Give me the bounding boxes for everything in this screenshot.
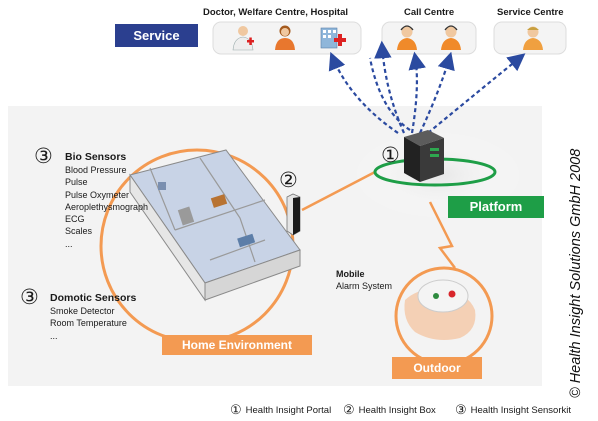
portal-number: ① bbox=[381, 144, 400, 167]
sensorkit-number: ③ bbox=[20, 286, 39, 309]
bio-sensors-list: Blood Pressure Pulse Pulse Oxymeter Aero… bbox=[65, 164, 148, 250]
platform-label: Platform bbox=[448, 196, 544, 218]
copyright-text: © Health Insight Solutions GmbH 2008 bbox=[568, 148, 584, 398]
doctor-icon bbox=[232, 26, 254, 51]
service-person-icon bbox=[523, 26, 543, 50]
person-icon bbox=[275, 25, 295, 50]
headset-agent-icon bbox=[441, 25, 461, 50]
doctor-group-title: Doctor, Welfare Centre, Hospital bbox=[203, 7, 348, 18]
outdoor-label: Outdoor bbox=[392, 357, 482, 379]
home-environment-label: Home Environment bbox=[162, 335, 312, 355]
list-item: ... bbox=[65, 238, 73, 249]
list-item: ... bbox=[50, 330, 58, 341]
headset-agent-icon bbox=[397, 25, 417, 50]
list-item: Scales bbox=[65, 226, 93, 237]
list-item: Smoke Detector bbox=[50, 306, 115, 316]
legend-label: Health Insight Sensorkit bbox=[470, 405, 571, 416]
server-icon bbox=[404, 130, 444, 182]
hospital-icon bbox=[320, 27, 346, 49]
mobile-alarm-icon bbox=[404, 279, 476, 340]
call-centre-title: Call Centre bbox=[404, 7, 455, 18]
legend-label: Health Insight Portal bbox=[245, 405, 332, 416]
list-item: Blood Pressure bbox=[65, 165, 127, 175]
sensorkit-number: ③ bbox=[34, 145, 53, 168]
legend-symbol: ② bbox=[343, 402, 355, 417]
mobile-subtitle: Alarm System bbox=[336, 281, 393, 291]
service-centre-title: Service Centre bbox=[497, 7, 564, 18]
domotic-sensors-list: Smoke Detector Room Temperature ... bbox=[50, 305, 127, 342]
mobile-title: Mobile bbox=[336, 269, 365, 279]
list-item: Room Temperature bbox=[50, 318, 127, 329]
call-centre-box bbox=[381, 21, 477, 55]
legend-symbol: ① bbox=[230, 402, 242, 417]
bio-sensors-title: Bio Sensors bbox=[65, 151, 127, 163]
list-item: Pulse bbox=[65, 177, 88, 188]
orange-links bbox=[301, 170, 456, 269]
list-item: Pulse Oxymeter bbox=[65, 189, 130, 200]
legend-symbol: ③ bbox=[455, 402, 467, 417]
service-arrows bbox=[328, 40, 526, 134]
service-centre-box bbox=[493, 21, 567, 55]
apartment-floorplan bbox=[129, 149, 301, 302]
legend-label: Health Insight Box bbox=[358, 405, 436, 416]
health-insight-box-device bbox=[286, 193, 301, 236]
box-number: ② bbox=[279, 169, 298, 192]
service-label: Service bbox=[115, 24, 198, 47]
list-item: Aeroplethysmograph bbox=[65, 201, 149, 212]
list-item: ECG bbox=[65, 214, 85, 225]
domotic-sensors-title: Domotic Sensors bbox=[50, 292, 137, 304]
